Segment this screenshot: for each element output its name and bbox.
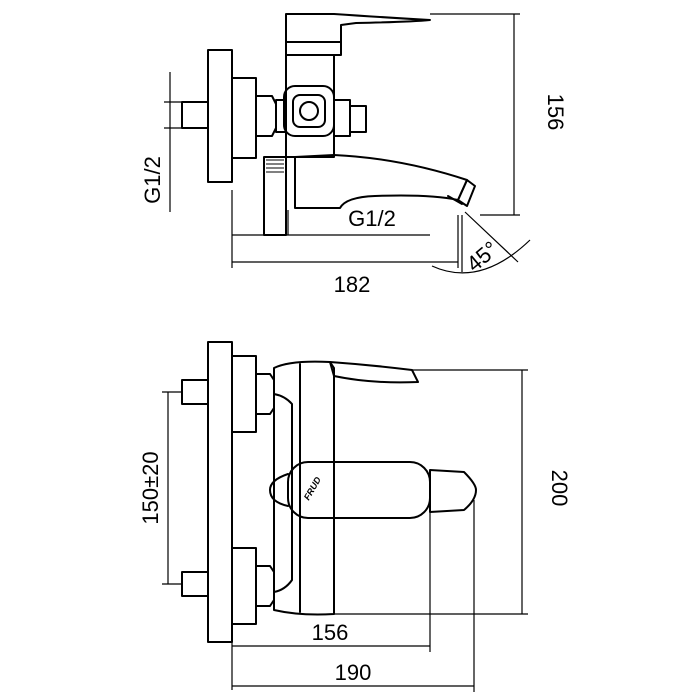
front-lower-nut — [255, 565, 275, 607]
side-diverter-cap — [349, 105, 367, 133]
front-diverter-knob — [269, 473, 289, 507]
dim-outlet-thread: G1/2 — [348, 206, 396, 231]
front-spout-top — [329, 361, 419, 384]
front-brand-logo: FRUD — [302, 475, 323, 502]
front-wall — [207, 341, 233, 643]
side-spout — [294, 154, 468, 209]
dim-side-height: 156 — [543, 94, 568, 131]
side-diverter — [333, 99, 351, 137]
front-body — [273, 360, 335, 616]
front-upper-escutcheon — [231, 355, 257, 433]
front-lower-escutcheon — [231, 547, 257, 625]
side-eccentric-nut — [255, 95, 277, 137]
side-cartridge-cap-outer — [283, 85, 335, 137]
dim-inlet-spacing: 150±20 — [138, 451, 163, 524]
side-inlet-pipe — [181, 101, 209, 129]
side-aerator — [457, 179, 476, 207]
front-lower-inlet-pipe — [181, 571, 209, 597]
dim-front-height: 200 — [547, 470, 572, 507]
dim-side-length: 182 — [334, 272, 371, 297]
side-escutcheon — [231, 77, 257, 159]
side-cartridge-center — [299, 101, 319, 121]
dim-front-depth-handle: 156 — [312, 620, 349, 645]
side-shower-outlet — [263, 156, 287, 236]
side-cartridge-cap-inner — [292, 94, 326, 128]
front-upper-nut — [255, 373, 275, 415]
side-wall — [207, 49, 233, 183]
front-upper-inlet-pipe — [181, 379, 209, 405]
front-view: FRUD 200 150±20 156 190 — [138, 341, 572, 692]
side-view: 156 182 G1/2 G1/2 45° — [140, 13, 568, 297]
dim-front-depth-total: 190 — [335, 660, 372, 685]
front-handle-cap — [429, 469, 477, 513]
side-lever-handle — [285, 13, 431, 56]
dim-inlet-thread: G1/2 — [140, 156, 165, 204]
